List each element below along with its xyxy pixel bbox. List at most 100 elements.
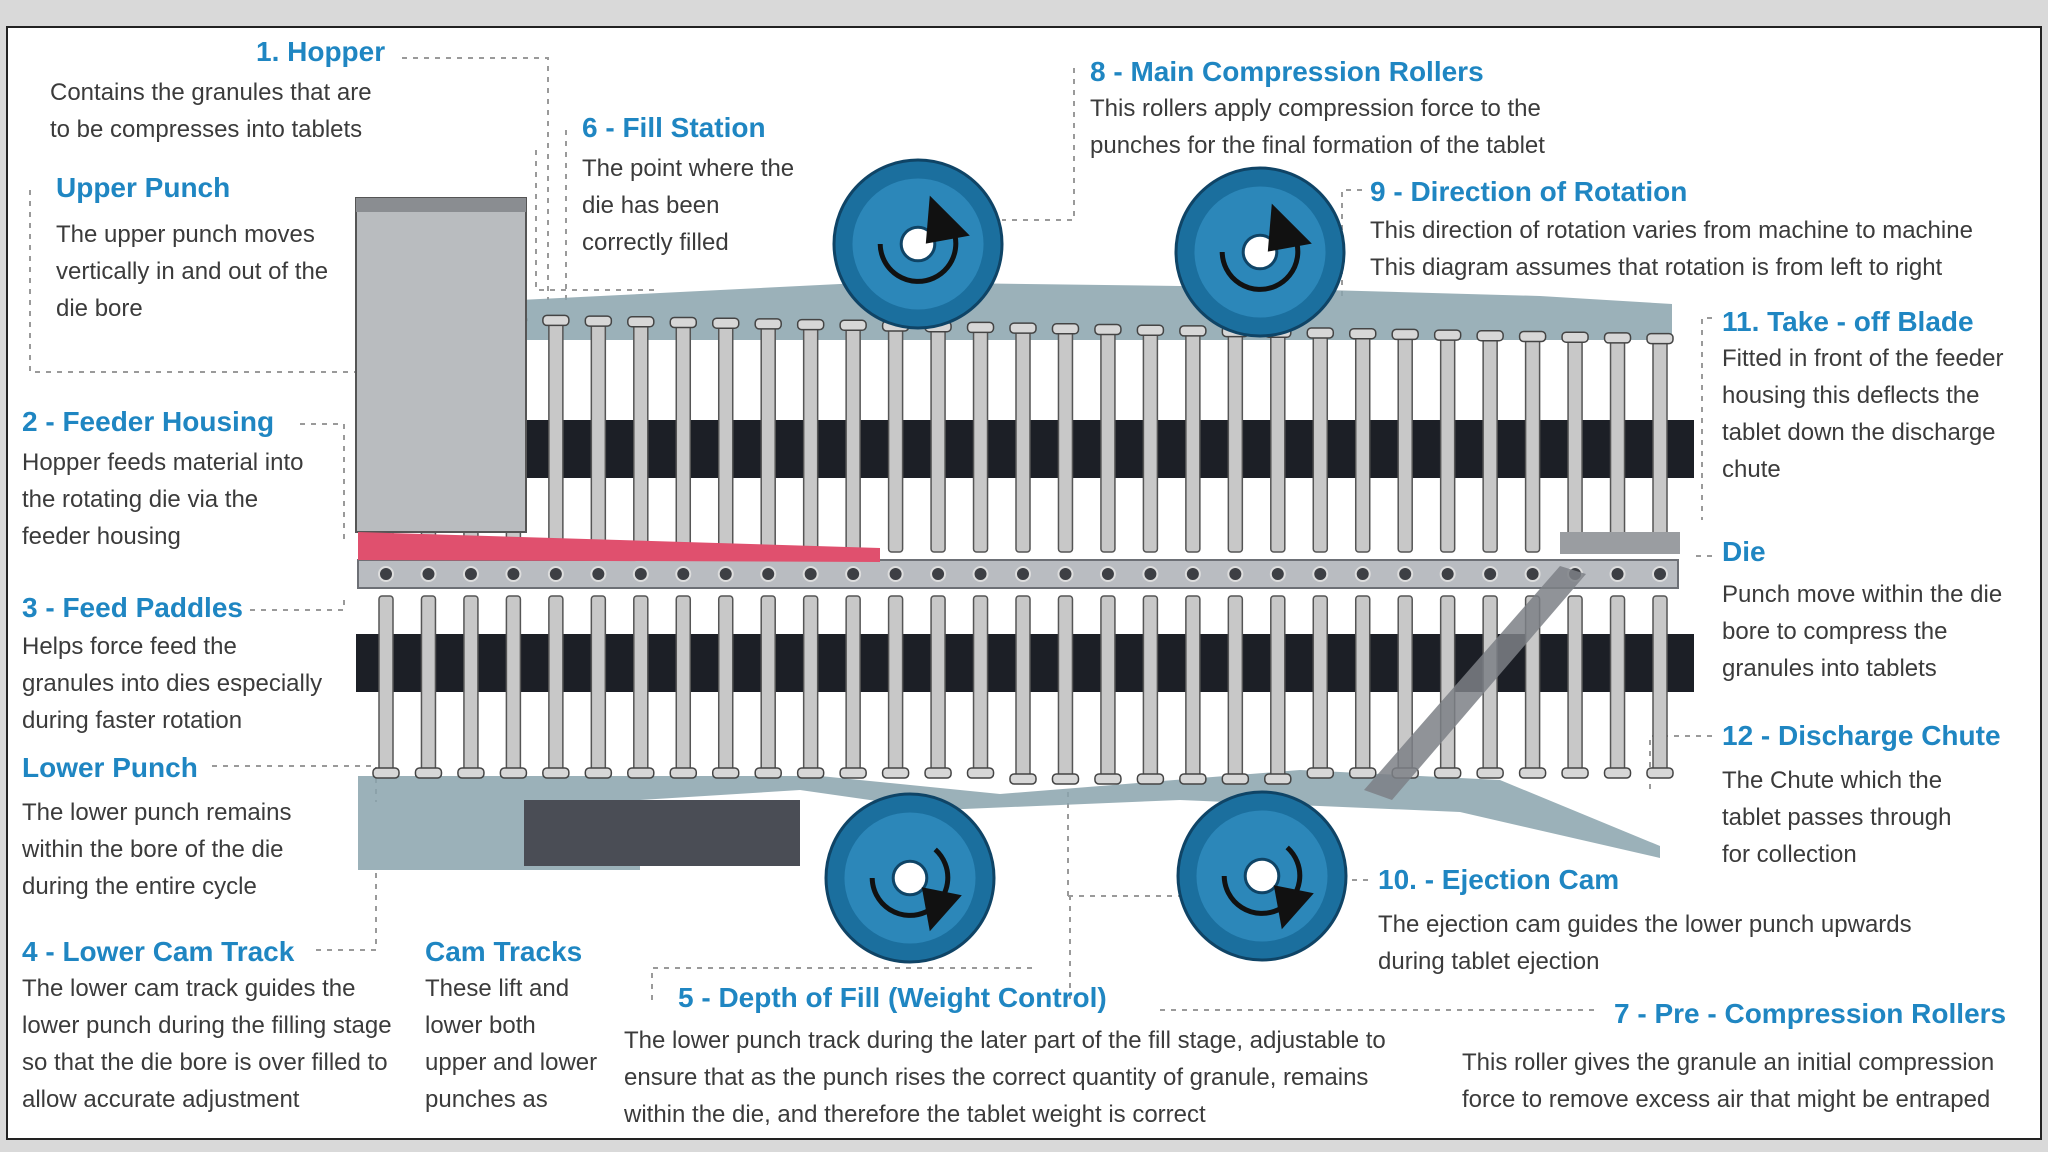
upper-punch bbox=[1482, 336, 1498, 553]
lower-punch bbox=[1652, 595, 1668, 773]
rotation-arrow bbox=[925, 195, 970, 244]
die-bore bbox=[1397, 566, 1414, 582]
desc-line: punches as bbox=[425, 1086, 548, 1113]
callout-title: 6 - Fill Station bbox=[582, 112, 766, 143]
desc-line: The lower cam track guides the bbox=[22, 975, 356, 1002]
desc-line: Helps force feed the bbox=[22, 633, 237, 660]
callout-title: 1. Hopper bbox=[256, 36, 386, 67]
upper-punch bbox=[845, 325, 861, 553]
lower-punch bbox=[463, 595, 479, 773]
take-off-blade bbox=[1560, 532, 1680, 554]
upper-punch-head bbox=[1094, 323, 1122, 336]
upper-punch-head bbox=[1009, 322, 1037, 334]
callout-title: 10. - Ejection Cam bbox=[1378, 864, 1620, 895]
callout-take-off-blade: 11. Take - off Blade Fitted in front of … bbox=[1722, 304, 2004, 488]
upper-punch-head bbox=[796, 318, 825, 331]
die-bore bbox=[930, 566, 947, 582]
lower-punch bbox=[1312, 595, 1329, 773]
rotation-arc bbox=[869, 847, 951, 918]
desc-line: to be compresses into tablets bbox=[50, 116, 363, 143]
lower-punch bbox=[378, 595, 394, 773]
desc-line: bore to compress the bbox=[1722, 618, 1948, 645]
die-bore bbox=[760, 566, 777, 582]
callout-title: 3 - Feed Paddles bbox=[22, 592, 243, 623]
desc-line: feeder housing bbox=[22, 523, 181, 550]
die-bore bbox=[845, 566, 862, 582]
callout-title: 5 - Depth of Fill (Weight Control) bbox=[678, 982, 1107, 1013]
upper-pre-compression-roller bbox=[832, 158, 1004, 330]
lower-punch bbox=[930, 595, 946, 773]
callout-pre-compression-rollers: 7 - Pre - Compression Rollers bbox=[1614, 996, 2006, 1032]
desc-line: during tablet ejection bbox=[1378, 948, 1600, 975]
desc-line: within the bore of the die bbox=[22, 836, 284, 863]
hopper bbox=[355, 197, 527, 533]
rotation-arc bbox=[1221, 845, 1303, 916]
desc-line: punches for the final formation of the t… bbox=[1090, 132, 1545, 159]
upper-punch bbox=[1609, 338, 1626, 553]
upper-punch bbox=[930, 326, 946, 553]
leader-line bbox=[1002, 68, 1075, 221]
upper-punch bbox=[1312, 333, 1329, 553]
lower-punch bbox=[1270, 595, 1286, 779]
desc-line: die bore bbox=[56, 295, 143, 322]
upper-punch-head bbox=[1476, 330, 1504, 342]
desc-line: during faster rotation bbox=[22, 707, 243, 734]
desc-line: so that the die bore is over filled to bbox=[22, 1049, 388, 1076]
lower-punch-head bbox=[669, 767, 698, 779]
callout-hopper: 1. Hopper bbox=[256, 34, 385, 70]
lower-punch-head bbox=[1136, 773, 1165, 785]
callout-title: 12 - Discharge Chute bbox=[1722, 720, 2001, 751]
callout-title: 9 - Direction of Rotation bbox=[1370, 176, 1688, 207]
hopper-rim bbox=[356, 198, 526, 212]
die-bore bbox=[1099, 566, 1116, 582]
upper-punch bbox=[1524, 336, 1541, 553]
desc-line: for collection bbox=[1722, 841, 1857, 868]
callout-main-compression-rollers: 8 - Main Compression Rollers This roller… bbox=[1090, 54, 1545, 164]
die-bore bbox=[675, 566, 692, 582]
desc-line: The upper punch moves bbox=[56, 221, 315, 248]
lower-punch bbox=[887, 595, 904, 773]
rotation-arrow bbox=[1267, 203, 1312, 252]
leader-line bbox=[1067, 790, 1180, 897]
upper-punch-head bbox=[542, 314, 570, 327]
callout-title: 8 - Main Compression Rollers bbox=[1090, 56, 1484, 87]
roller-hub bbox=[891, 859, 929, 897]
desc-line: die has been bbox=[582, 192, 720, 219]
upper-punch bbox=[1397, 334, 1413, 553]
lower-punch-head bbox=[1306, 767, 1335, 779]
desc-line: granules into tablets bbox=[1722, 655, 1937, 682]
lower-punch bbox=[548, 595, 564, 773]
lower-punch-head bbox=[1433, 767, 1462, 779]
upper-punch-head bbox=[669, 316, 698, 329]
lower-punch-head bbox=[1603, 767, 1632, 779]
upper-punch bbox=[1439, 335, 1456, 553]
desc-line: the rotating die via the bbox=[22, 486, 259, 513]
callout-feeder-housing: 2 - Feeder Housing Hopper feeds material… bbox=[22, 404, 303, 555]
callout-pre-compression-rollers-desc: This roller gives the granule an initial… bbox=[1462, 1044, 1994, 1118]
desc-line: tablet down the discharge bbox=[1722, 419, 1996, 446]
callout-lower-cam-track: 4 - Lower Cam Track The lower cam track … bbox=[22, 934, 392, 1118]
upper-punch bbox=[1185, 331, 1201, 553]
die-bore bbox=[717, 566, 734, 582]
desc-line: Fitted in front of the feeder bbox=[1722, 345, 2004, 372]
upper-punch bbox=[802, 324, 819, 553]
leader-line bbox=[300, 423, 345, 540]
upper-punch bbox=[1057, 329, 1074, 553]
leader-line bbox=[250, 600, 345, 611]
callout-fill-station: 6 - Fill Station The point where the die… bbox=[582, 110, 794, 261]
lower-main-compression-roller bbox=[1176, 790, 1348, 962]
rotation-arrow bbox=[921, 887, 962, 932]
lower-punch bbox=[1142, 595, 1159, 779]
lower-punch-head bbox=[881, 767, 910, 779]
desc-line: The lower punch remains bbox=[22, 799, 292, 826]
lower-punch bbox=[1354, 595, 1371, 773]
desc-line: This direction of rotation varies from m… bbox=[1370, 217, 1973, 244]
upper-punch-head bbox=[584, 315, 613, 327]
rollers bbox=[824, 158, 1348, 964]
callout-direction-of-rotation: 9 - Direction of Rotation This direction… bbox=[1370, 174, 1973, 286]
die-bore bbox=[1524, 566, 1541, 582]
lower-punch-head bbox=[584, 767, 613, 779]
lower-punch bbox=[675, 595, 692, 773]
upper-punch bbox=[717, 323, 734, 553]
